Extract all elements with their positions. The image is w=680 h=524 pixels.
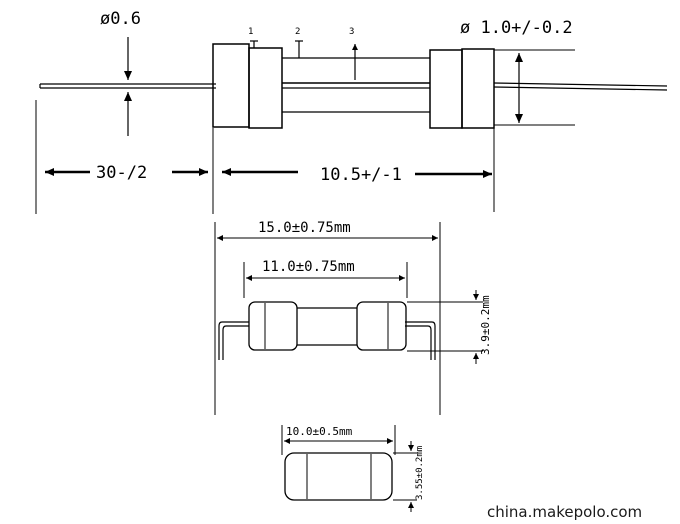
overall-length-label: 15.0±0.75mm — [258, 220, 351, 236]
left-end-cap — [212, 43, 283, 129]
lead-length-label: 30-/2 — [96, 163, 147, 183]
right-end-cap — [429, 48, 495, 129]
bottom-fuse-body — [284, 452, 393, 501]
lead-diameter-label: ø0.6 — [100, 9, 141, 29]
callout-1: 1 — [248, 27, 253, 37]
bent-leads — [218, 321, 436, 360]
callout-3: 3 — [349, 27, 354, 37]
middle-diameter-label: 3.9±0.2mm — [479, 295, 492, 355]
cap-diameter-dimension — [494, 49, 575, 126]
cap-diameter-label: ø 1.0+/-0.2 — [460, 18, 573, 38]
callout-markers — [250, 40, 358, 80]
glass-body — [282, 57, 430, 113]
middle-body-length-label: 11.0±0.75mm — [262, 259, 355, 275]
callout-2: 2 — [295, 27, 300, 37]
bottom-length-label: 10.0±0.5mm — [286, 425, 353, 438]
body-length-label: 10.5+/-1 — [320, 165, 402, 185]
body-length-dimension — [222, 168, 492, 178]
bottom-diameter-dimension — [393, 441, 417, 512]
bottom-view: 10.0±0.5mm 3.55±0.2mm — [281, 425, 425, 512]
middle-diameter-dimension — [407, 290, 483, 364]
middle-fuse-body — [248, 301, 407, 351]
top-view: 1 2 3 ø0.6 ø 1.0+/-0.2 30-/2 — [35, 9, 668, 214]
bottom-diameter-label: 3.55±0.2mm — [415, 446, 425, 500]
lead-wire — [39, 82, 668, 91]
middle-view: 15.0±0.75mm 11.0±0.75mm — [214, 220, 492, 415]
watermark: china.makepolo.com — [487, 503, 642, 521]
